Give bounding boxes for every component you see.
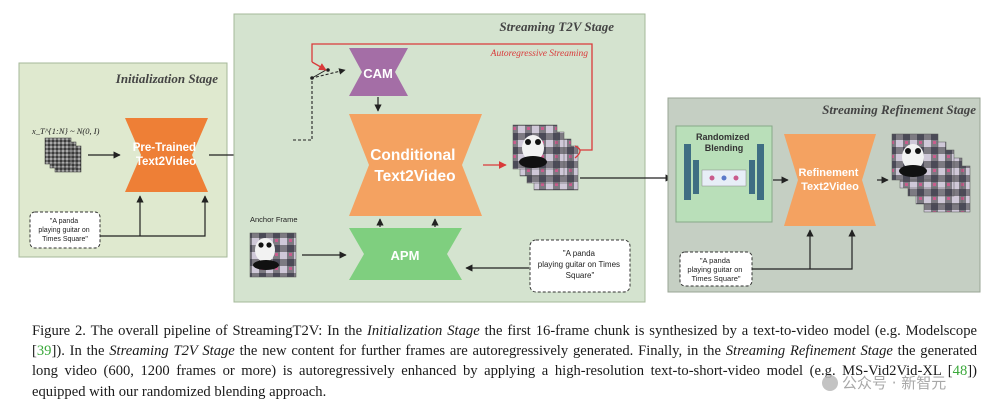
switch-line xyxy=(311,69,327,79)
caption-init-stage: Initialization Stage xyxy=(366,323,480,339)
apm-block xyxy=(349,228,462,280)
caption-part-4: the new content for further frames are a… xyxy=(234,343,726,360)
conditional-model-label: Conditional Text2Video xyxy=(370,147,460,185)
caption-refine-stage: Streaming Refinement Stage xyxy=(725,343,893,360)
chunk-bracket xyxy=(574,145,581,159)
pretrained-model-label: Pre-Trained Text2Video xyxy=(133,142,199,168)
conditional-model-block xyxy=(349,114,482,216)
streaming-stage-title: Streaming T2V Stage xyxy=(499,19,614,34)
noise-frames xyxy=(44,137,82,173)
caption-part-2: the first 16-frame chunk is synthesized … xyxy=(32,323,977,360)
watermark-text: 公众号 · 新智元 xyxy=(842,374,947,392)
streaming-prompt-text: "A panda playing guitar on Times Square" xyxy=(538,249,623,280)
init-prompt-text: "A panda playing guitar on Times Square" xyxy=(38,218,91,243)
caption-fig-label: Figure 2. xyxy=(32,323,86,339)
caption-ref-39[interactable]: 39 xyxy=(36,343,52,360)
caption-ref-48[interactable]: 48 xyxy=(952,363,968,380)
caption-part-3: ]). In the xyxy=(51,343,110,360)
blending-label: Randomized Blending xyxy=(696,132,752,153)
anchor-frame-label: Anchor Frame xyxy=(250,215,298,224)
watermark: 公众号 · 新智元 xyxy=(822,372,946,393)
autoregressive-label: Autoregressive Streaming xyxy=(490,49,589,59)
arrow-frames-to-cam xyxy=(293,68,346,141)
figure-caption: Figure 2. The overall pipeline of Stream… xyxy=(32,321,977,402)
cam-block xyxy=(349,48,408,96)
refine-stage-title: Streaming Refinement Stage xyxy=(822,102,976,117)
caption-part-1: The overall pipeline of StreamingT2V: In… xyxy=(85,323,367,339)
apm-label: APM xyxy=(391,248,420,263)
refinement-model-label: Refinement Text2Video xyxy=(799,167,862,193)
noise-label: x_T^{1:N} ~ N(0, I) xyxy=(31,126,100,136)
autoregressive-loop xyxy=(311,43,593,151)
generated-chunk-frames xyxy=(512,124,579,191)
cam-label: CAM xyxy=(363,66,393,81)
init-stage-title: Initialization Stage xyxy=(115,71,218,86)
arrow-prompt-to-pretrained xyxy=(100,195,209,237)
arrow-refine-prompt xyxy=(752,229,856,270)
pipeline-figure: Initialization Stage x_T^{1:N} ~ N(0, I)… xyxy=(18,13,981,303)
streaming-prompt-box xyxy=(529,239,631,293)
refinement-model-block xyxy=(784,134,876,226)
caption-streaming-stage: Streaming T2V Stage xyxy=(109,343,235,360)
refine-prompt-text: "A panda playing guitar on Times Square" xyxy=(687,256,744,283)
caption-part-5: the generated long video (600, 1200 fram… xyxy=(32,343,978,380)
blending-diagram xyxy=(684,144,764,200)
anchor-frame-image xyxy=(249,232,297,278)
pretrained-model-block xyxy=(125,118,208,192)
init-prompt-box xyxy=(29,211,101,249)
caption-part-6: ]) equipped with our randomized blending… xyxy=(32,363,977,400)
refined-output-frames xyxy=(891,133,971,213)
wechat-icon xyxy=(822,375,838,391)
